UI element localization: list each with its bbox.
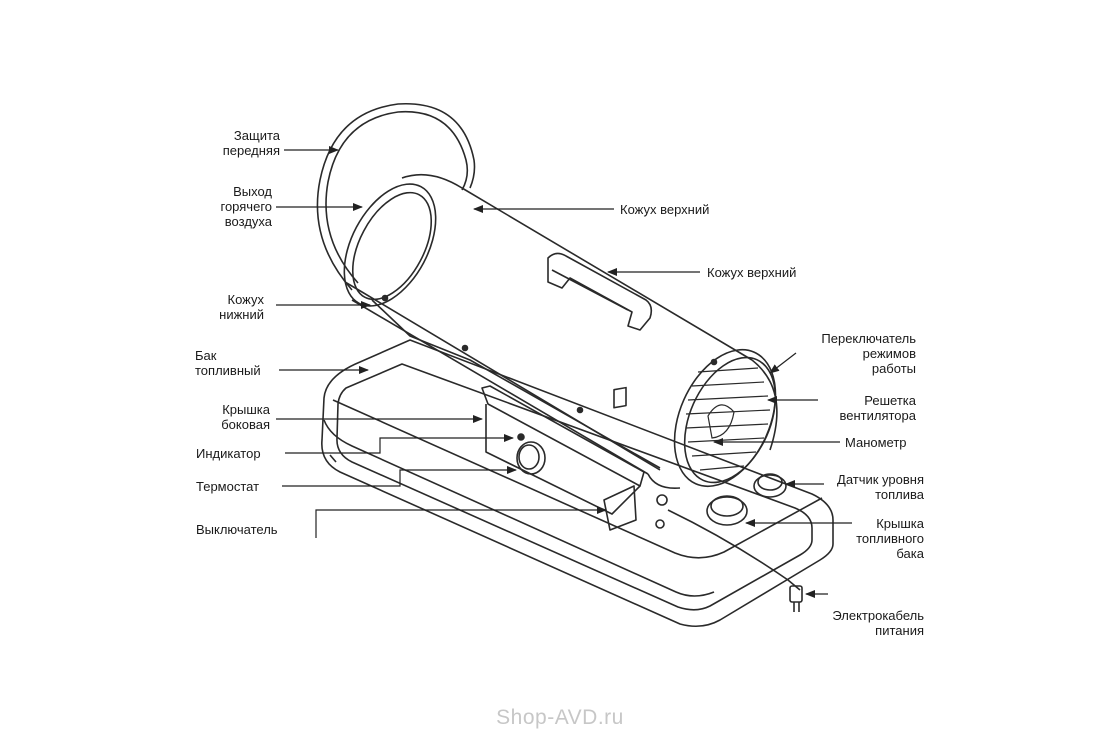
- label-fuel-tank-cap: Крышка топливного бака: [856, 516, 924, 561]
- label-line: Крышка: [876, 516, 924, 531]
- label-handle: Кожух верхний: [707, 265, 796, 280]
- label-front-guard: Защита передняя: [223, 128, 280, 158]
- heater-body-drawing: [343, 173, 778, 531]
- power-cable-drawing: [667, 509, 803, 612]
- label-mode-switch: Переключатель режимов работы: [821, 331, 916, 376]
- label-line: работы: [871, 361, 916, 376]
- label-line: Индикатор: [196, 446, 261, 461]
- label-manometer: Манометр: [845, 435, 907, 450]
- label-power-cable: Электрокабель питания: [832, 608, 924, 638]
- label-line: Электрокабель: [832, 608, 924, 623]
- label-line: Переключатель: [821, 331, 916, 346]
- label-thermostat: Термостат: [196, 479, 259, 494]
- label-line: Кожух: [227, 292, 265, 307]
- label-line: Крышка: [222, 402, 270, 417]
- label-line: Выход: [233, 184, 272, 199]
- label-line: передняя: [222, 143, 280, 158]
- label-line: Кожух верхний: [707, 265, 797, 280]
- label-line: Выключатель: [196, 522, 278, 537]
- label-line: топливный: [195, 363, 261, 378]
- fan-grille-drawing: [685, 367, 771, 471]
- label-fuel-level-sensor: Датчик уровня топлива: [837, 472, 924, 502]
- label-line: боковая: [221, 417, 270, 432]
- tank-caps-drawing: [655, 473, 787, 529]
- label-line: воздуха: [224, 214, 272, 229]
- label-fuel-tank: Бак топливный: [195, 348, 261, 378]
- front-guard-drawing: [316, 103, 476, 291]
- label-upper-casing: Кожух верхний: [620, 202, 709, 217]
- label-hot-air-outlet: Выход горячего воздуха: [221, 184, 273, 229]
- label-fan-grille: Решетка вентилятора: [839, 393, 916, 423]
- label-side-cover: Крышка боковая: [221, 402, 270, 432]
- label-line: топливного: [856, 531, 924, 546]
- watermark: Shop-AVD.ru: [496, 706, 624, 729]
- label-lower-casing: Кожух нижний: [219, 292, 264, 322]
- label-line: вентилятора: [839, 408, 916, 423]
- label-indicator: Индикатор: [196, 446, 261, 461]
- label-line: Термостат: [196, 479, 260, 494]
- label-line: топлива: [875, 487, 924, 502]
- label-line: нижний: [219, 307, 264, 322]
- label-line: Манометр: [845, 435, 907, 450]
- label-line: бака: [896, 546, 924, 561]
- label-line: режимов: [862, 346, 916, 361]
- label-power-switch: Выключатель: [196, 522, 278, 537]
- label-line: питания: [875, 623, 924, 638]
- leader-lines: [276, 146, 852, 598]
- label-line: горячего: [220, 199, 273, 214]
- label-line: Кожух верхний: [620, 202, 710, 217]
- label-line: Бак: [195, 348, 217, 363]
- label-line: Решетка: [864, 393, 916, 408]
- handle-drawing: [547, 252, 653, 331]
- label-line: Защита: [233, 128, 280, 143]
- label-line: Датчик уровня: [837, 472, 924, 487]
